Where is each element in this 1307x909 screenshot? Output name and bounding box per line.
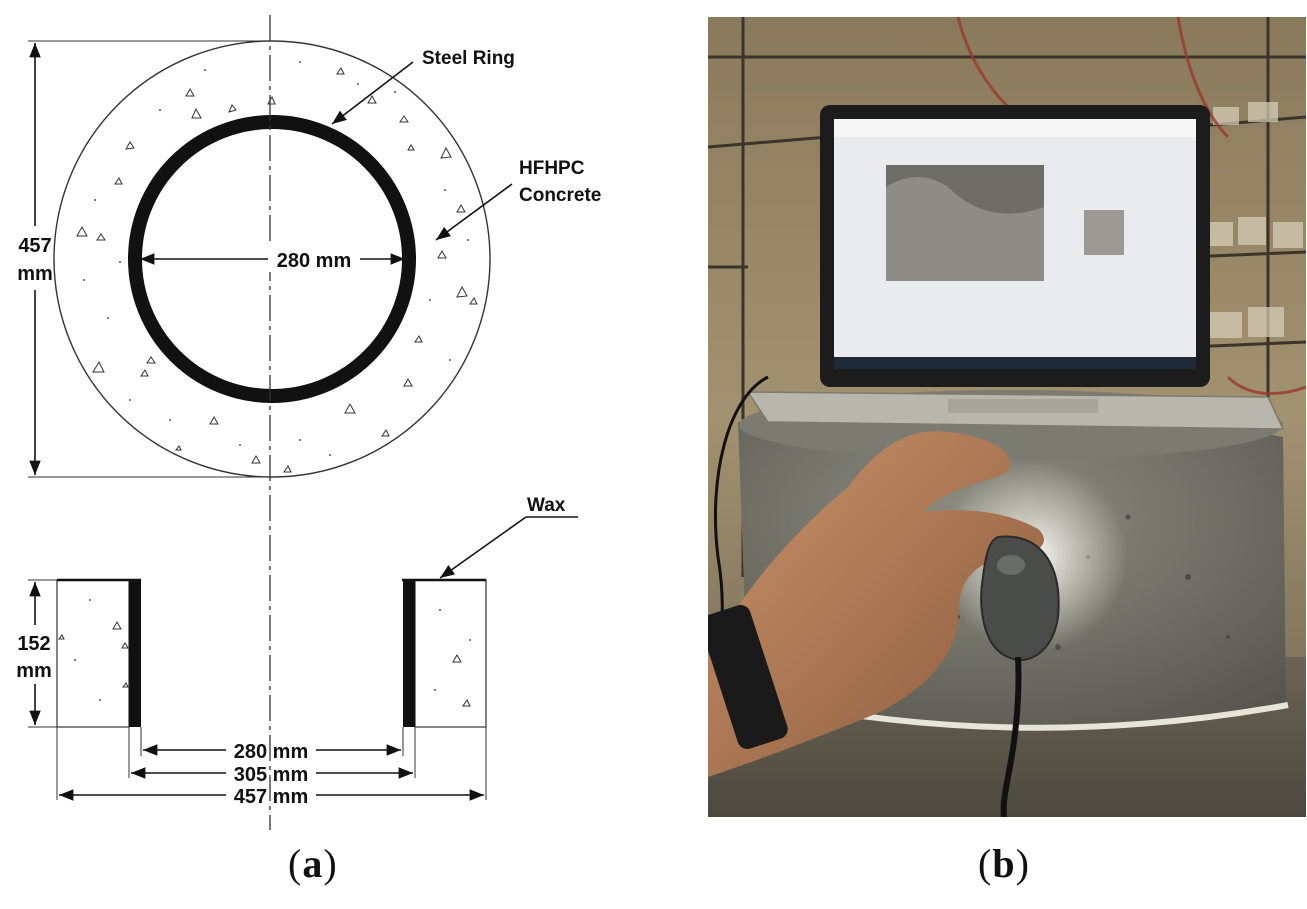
dim-305-label: 305 mm — [234, 764, 309, 786]
screen-image-texture — [886, 165, 1044, 214]
dim-457-label: 457 mm — [234, 786, 309, 808]
concrete-left-section — [56, 579, 130, 728]
microscope-photo — [708, 17, 1306, 817]
section-view: 152 mm 280 mm 305 mm 457 mm Wax — [16, 495, 578, 808]
wristwatch — [708, 604, 788, 750]
laptop-trackpad — [948, 399, 1098, 413]
caption-a: (a) — [288, 841, 338, 886]
screen-taskbar — [834, 357, 1196, 369]
steel-ring-left-wall — [129, 580, 141, 727]
wax-label: Wax — [527, 495, 566, 516]
concrete-right-section — [414, 579, 487, 728]
hand — [708, 431, 1044, 777]
plan-diameter-label-bg — [268, 246, 360, 272]
hfhpc-leader — [435, 183, 513, 241]
aggregate-pattern — [76, 67, 478, 473]
hfhpc-label-line2: Concrete — [519, 185, 601, 206]
steel-ring-right-wall — [403, 580, 415, 727]
aggregate-dots — [83, 61, 469, 456]
plan-diameter-label: 280 mm — [277, 250, 352, 272]
caption-b-letter: b — [992, 841, 1016, 886]
laptop — [746, 105, 1285, 430]
cables — [956, 17, 1306, 396]
wax-leader — [439, 516, 527, 579]
steel-ring-leader — [331, 61, 414, 125]
section-aggregate — [58, 620, 471, 707]
plan-view: 280 mm 457 mm Steel Ring HFHPC Concrete — [17, 15, 601, 830]
outer-height-value: 457 — [18, 235, 51, 257]
hfhpc-label-line1: HFHPC — [519, 158, 585, 179]
handheld-microscope — [980, 535, 1060, 817]
outer-height-unit: mm — [17, 263, 53, 285]
steel-ring-label: Steel Ring — [422, 48, 515, 69]
screen-toolbar — [834, 119, 1196, 137]
ring-test-drawing: 280 mm 457 mm Steel Ring HFHPC Concrete — [16, 15, 601, 830]
caption-a-letter: a — [302, 841, 324, 886]
screen-image-small — [1084, 210, 1124, 255]
ring-height-unit: mm — [16, 660, 52, 682]
ring-height-value: 152 — [17, 633, 50, 655]
caption-b: (b) — [978, 841, 1030, 886]
dim-280-label: 280 mm — [234, 741, 309, 763]
section-dots — [74, 599, 471, 701]
